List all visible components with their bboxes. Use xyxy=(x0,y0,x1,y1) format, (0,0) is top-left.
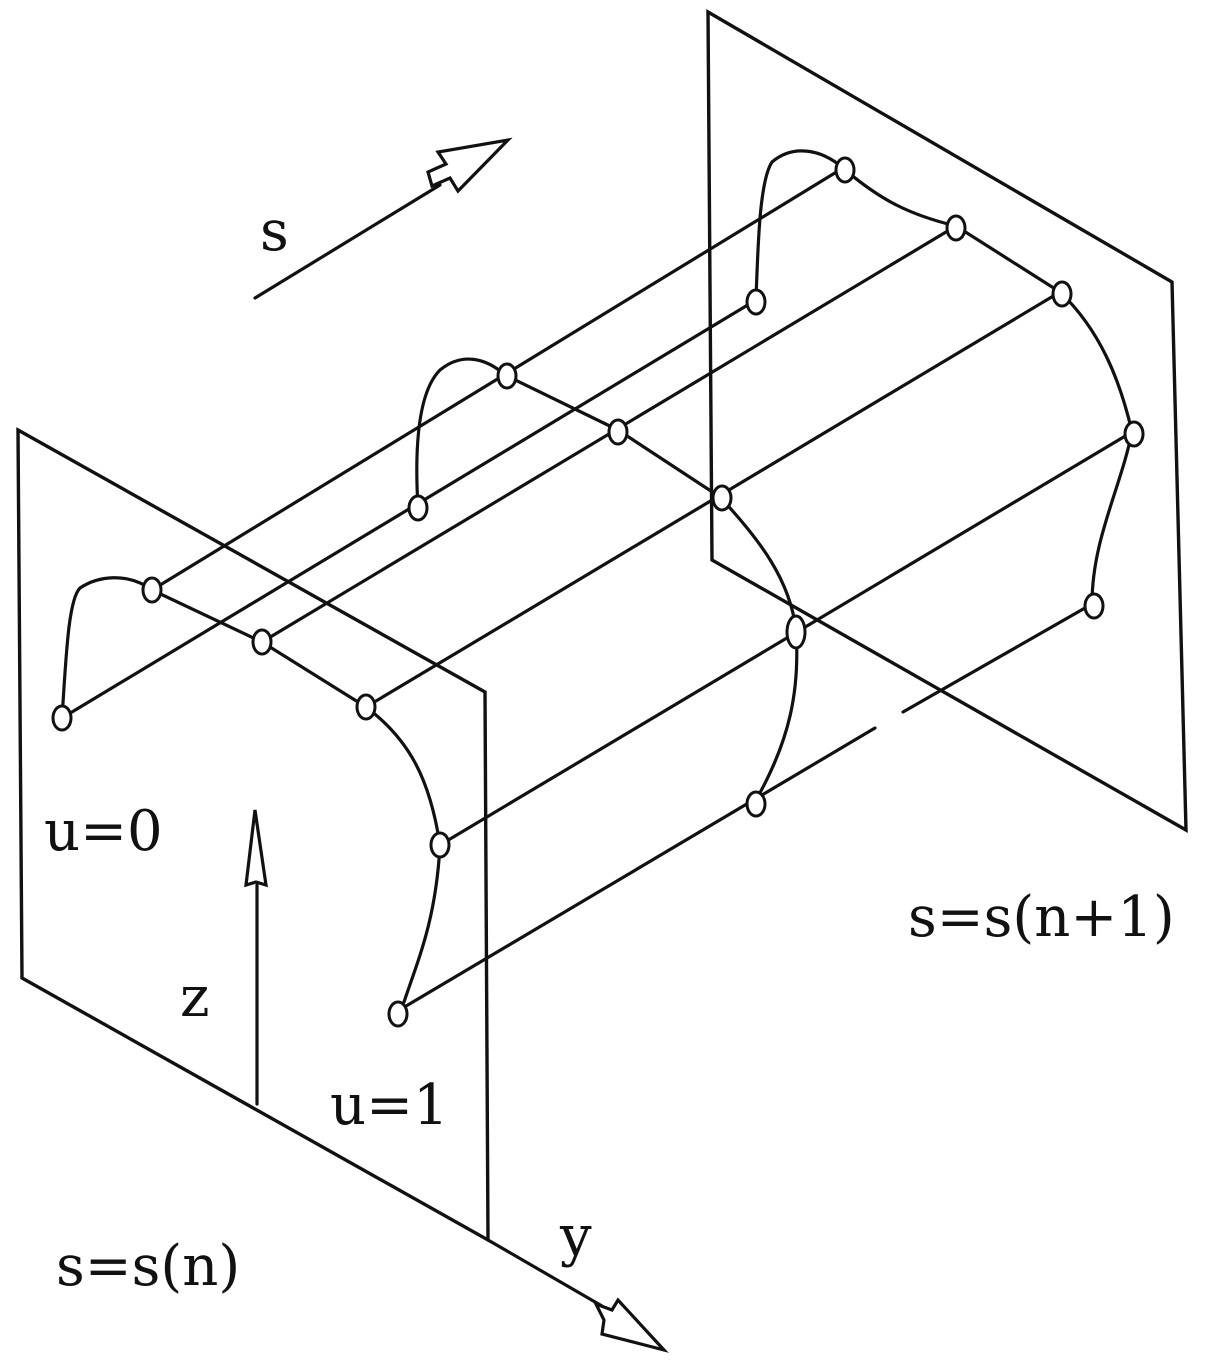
u-start-label: u=0 xyxy=(44,799,163,864)
section-nodes xyxy=(51,156,1145,1028)
connector-line xyxy=(394,726,877,1014)
node-marker xyxy=(496,362,518,390)
front-section-curve xyxy=(60,576,442,1004)
node-marker xyxy=(1083,592,1105,620)
node-marker xyxy=(429,831,451,859)
node-marker xyxy=(834,156,856,184)
node-marker xyxy=(251,628,273,656)
node-marker xyxy=(745,288,767,316)
node-marker xyxy=(141,576,163,604)
z-axis-arrow xyxy=(244,809,268,1106)
back-plane xyxy=(706,9,1188,833)
node-marker xyxy=(785,614,807,650)
node-marker xyxy=(745,790,767,818)
node-marker xyxy=(711,484,733,512)
connector-line xyxy=(438,430,1134,847)
back-plane-label: s=s(n+1) xyxy=(908,885,1175,950)
front-plane-label: s=s(n) xyxy=(56,1234,240,1299)
back-section-curve xyxy=(754,149,1134,606)
node-marker xyxy=(945,214,967,242)
z-axis-label: z xyxy=(180,965,210,1030)
node-marker xyxy=(1051,280,1073,308)
node-marker xyxy=(1123,420,1145,448)
node-marker xyxy=(51,704,73,732)
node-marker xyxy=(387,1000,409,1028)
node-marker xyxy=(607,418,629,446)
node-marker xyxy=(407,494,429,522)
s-direction-label: s xyxy=(260,199,289,264)
y-axis-arrow xyxy=(486,1238,669,1353)
s-direction-arrow xyxy=(253,137,513,300)
connector-line xyxy=(901,602,1094,714)
node-marker xyxy=(355,693,377,721)
y-axis-label: y xyxy=(559,1204,592,1269)
u-end-label: u=1 xyxy=(330,1073,449,1138)
